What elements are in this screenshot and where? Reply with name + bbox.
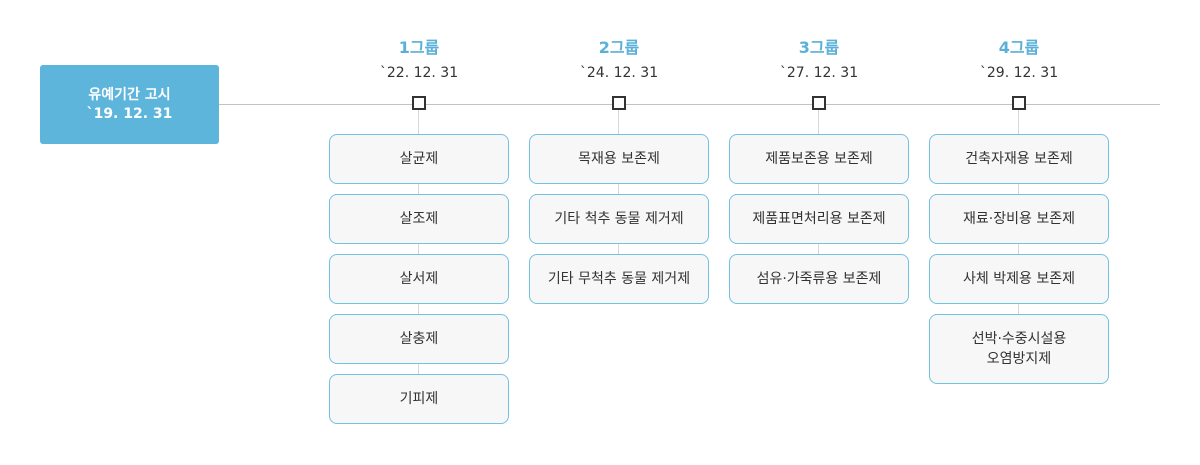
- group-1: 1그룹 `22. 12. 31 살균제 살조제 살서제 살충제 기피제: [329, 36, 509, 424]
- list-item: 건축자재용 보존제: [929, 134, 1109, 184]
- group-2: 2그룹 `24. 12. 31 목재용 보존제 기타 척추 동물 제거제 기타 …: [529, 36, 709, 304]
- list-item-multiline: 선박·수중시설용 오염방지제: [929, 314, 1109, 384]
- group-date: `27. 12. 31: [779, 65, 859, 81]
- timeline-axis: [219, 104, 1160, 105]
- list-item: 제품보존용 보존제: [729, 134, 909, 184]
- group-title: 3그룹: [798, 38, 840, 57]
- list-item-line: 선박·수중시설용: [971, 331, 1067, 347]
- group-4: 4그룹 `29. 12. 31 건축자재용 보존제 재료·장비용 보존제 사체 …: [929, 36, 1109, 384]
- start-date: `19. 12. 31: [86, 105, 173, 122]
- list-item-line: 오염방지제: [986, 351, 1052, 367]
- timeline-marker: [412, 96, 426, 110]
- list-item: 살균제: [329, 134, 509, 184]
- group-title: 4그룹: [998, 38, 1040, 57]
- group-3: 3그룹 `27. 12. 31 제품보존용 보존제 제품표면처리용 보존제 섬유…: [729, 36, 909, 304]
- list-item: 사체 박제용 보존제: [929, 254, 1109, 304]
- timeline-marker: [1012, 96, 1026, 110]
- list-item: 섬유·가죽류용 보존제: [729, 254, 909, 304]
- start-title: 유예기간 고시: [88, 86, 171, 103]
- list-item: 기타 척추 동물 제거제: [529, 194, 709, 244]
- list-item: 제품표면처리용 보존제: [729, 194, 909, 244]
- group-title: 2그룹: [598, 38, 640, 57]
- group-date: `24. 12. 31: [579, 65, 659, 81]
- list-item: 살조제: [329, 194, 509, 244]
- list-item: 기타 무척추 동물 제거제: [529, 254, 709, 304]
- list-item: 살충제: [329, 314, 509, 364]
- timeline-marker: [812, 96, 826, 110]
- group-date: `22. 12. 31: [379, 65, 459, 81]
- group-title: 1그룹: [398, 38, 440, 57]
- group-date: `29. 12. 31: [979, 65, 1059, 81]
- list-item: 살서제: [329, 254, 509, 304]
- start-announcement-box: 유예기간 고시 `19. 12. 31: [40, 65, 219, 144]
- list-item: 재료·장비용 보존제: [929, 194, 1109, 244]
- timeline-marker: [612, 96, 626, 110]
- list-item: 기피제: [329, 374, 509, 424]
- list-item: 목재용 보존제: [529, 134, 709, 184]
